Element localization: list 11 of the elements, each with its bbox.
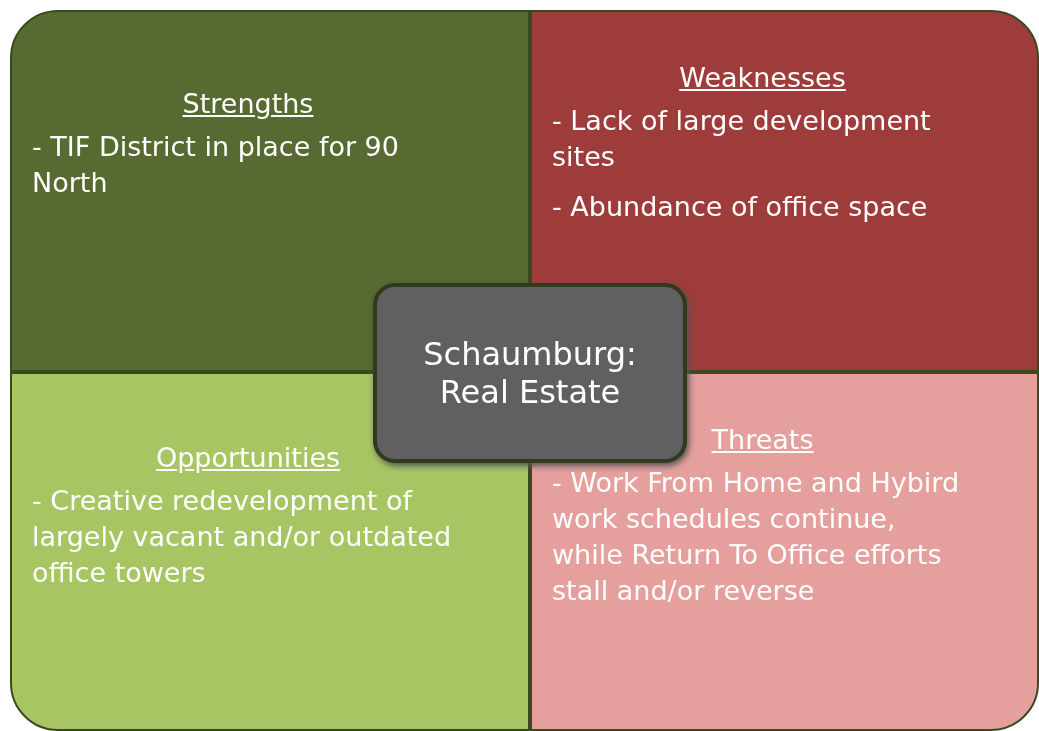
- quadrant-heading: Weaknesses: [678, 62, 847, 93]
- center-box: [373, 283, 687, 463]
- bullet-text: - Work From Home and Hybird work schedules continue, while Return To Office efforts stall and/or reverse: [552, 466, 961, 608]
- quadrant-heading: Threats: [710, 424, 815, 455]
- quadrant-heading: Strengths: [181, 88, 315, 119]
- bullet-text: - Creative redevelopment of largely vacant and/or outdated office towers: [32, 484, 452, 590]
- quadrant-heading: Opportunities: [154, 442, 342, 473]
- bullet-text: - Lack of large development sites: [552, 104, 932, 174]
- bullet-text: - TIF District in place for 90 North: [32, 130, 400, 200]
- center-title: Schaumburg: Real Estate: [422, 335, 638, 411]
- bullet-text: - Abundance of office space: [552, 190, 929, 224]
